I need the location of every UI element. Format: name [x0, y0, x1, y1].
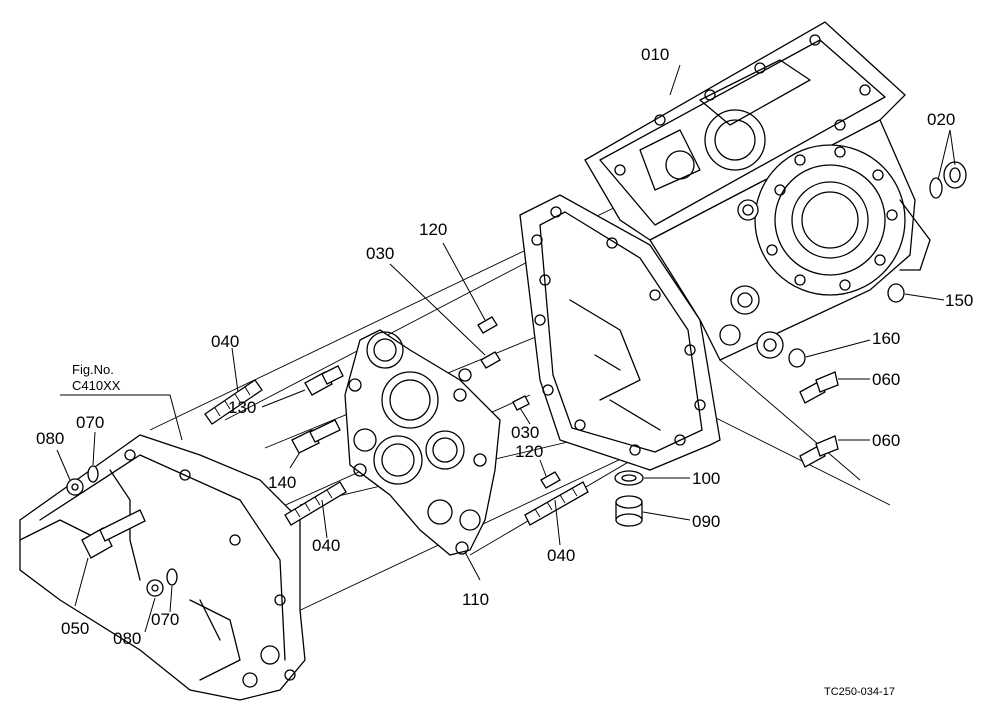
front-housing: [19, 434, 306, 701]
part-label-060-lower: 060: [872, 431, 901, 450]
part-label-040-lower: 040: [547, 546, 576, 565]
part-label-030-lower: 030: [511, 423, 540, 442]
oil-seal-020: [929, 161, 967, 199]
part-label-050: 050: [61, 619, 90, 638]
washer-070-lower: [166, 568, 178, 586]
figure-ref-line1: Fig.No.: [72, 362, 114, 377]
drain-plug-090: [615, 495, 643, 527]
part-label-010: 010: [641, 45, 670, 64]
part-label-120-lower: 120: [515, 442, 544, 461]
washer-070-upper: [87, 465, 99, 483]
part-label-080-upper: 080: [36, 429, 65, 448]
part-label-130: 130: [228, 398, 257, 417]
pin-030-upper: [480, 351, 501, 369]
transmission-case-010: [519, 21, 931, 471]
part-label-160: 160: [872, 329, 901, 348]
part-label-100: 100: [692, 469, 721, 488]
part-label-070-upper: 070: [76, 413, 105, 432]
part-label-140: 140: [268, 473, 297, 492]
part-label-070-lower: 070: [151, 610, 180, 629]
part-label-060-upper: 060: [872, 370, 901, 389]
pin-030-lower: [512, 395, 530, 411]
part-label-080-lower: 080: [113, 629, 142, 648]
part-label-030-upper: 030: [366, 244, 395, 263]
figure-ref-line2: C410XX: [72, 378, 121, 393]
plug-160: [788, 348, 806, 368]
pin-120-lower: [540, 471, 561, 489]
part-label-090: 090: [692, 512, 721, 531]
gasket-100: [614, 470, 644, 486]
part-label-040-middle: 040: [312, 536, 341, 555]
stud-040-middle: [284, 481, 347, 526]
drawing-code: TC250-034-17: [824, 686, 895, 698]
part-label-150: 150: [945, 291, 974, 310]
pin-120-upper: [477, 316, 498, 334]
part-label-020: 020: [927, 110, 956, 129]
nut-080-upper: [66, 478, 84, 496]
plug-150: [887, 283, 905, 303]
gear-plate-110: [344, 329, 501, 556]
part-label-110: 110: [462, 590, 490, 609]
bolt-130: [304, 365, 344, 396]
bolt-050: [81, 509, 146, 559]
part-label-040-upper: 040: [211, 332, 240, 351]
leader-lines: [56, 64, 956, 633]
stud-040-lower: [524, 481, 589, 526]
bolt-060-lower: [799, 435, 839, 468]
bolt-140: [291, 419, 341, 454]
bolt-060-upper: [799, 371, 839, 404]
nut-080-lower: [146, 579, 164, 597]
part-label-120-upper: 120: [419, 220, 448, 239]
